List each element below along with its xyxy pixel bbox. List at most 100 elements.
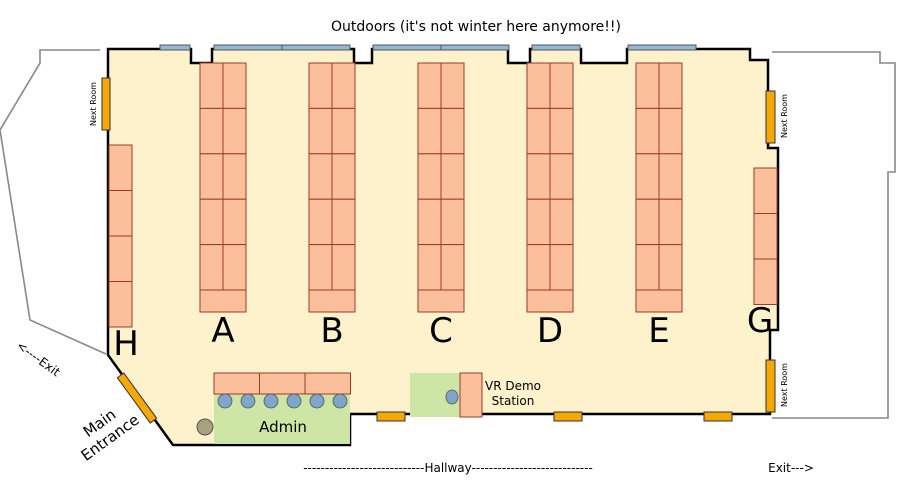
window [531,44,581,51]
door-main-entrance [116,372,158,424]
table-c-right-5 [440,244,465,291]
row-h-tables [108,144,133,328]
table-b-left-1 [308,62,333,109]
window [281,44,351,51]
table-d-left-2 [526,107,551,155]
admin-chair-2 [240,393,256,409]
table-e-right-2 [658,107,683,155]
table-d-left-1 [526,62,551,109]
table-a-left-2 [199,107,224,155]
table-a-right-4 [222,198,247,246]
table-c-right-2 [440,107,465,155]
admin-chairs [217,393,348,409]
admin-chair-4 [286,393,302,409]
admin-area [214,394,350,444]
main-entrance-label: Main Entrance [78,405,143,464]
table-d-right-5 [549,244,574,291]
table-e-end [635,289,683,313]
next-room-label-right-bottom: Next Room [780,363,789,407]
next-room-label-left: Next Room [89,82,98,126]
vr-demo-chair [445,389,459,405]
row-label-b: B [320,311,343,351]
exit-right-label: Exit---> [768,461,814,475]
row-label-g: G [747,301,773,341]
row-g-tables [753,167,778,305]
table-c-left-3 [417,153,442,200]
table-c-right-4 [440,198,465,246]
table-b-right-5 [331,244,356,291]
table-c-left-5 [417,244,442,291]
window [627,44,697,51]
table-b-end [308,289,356,313]
vr-demo-label-line1: VR Demo [485,379,541,393]
table-d-left-4 [526,198,551,246]
table-e-right-5 [658,244,683,291]
door-left-next-room [101,77,111,131]
table-d-right-3 [549,153,574,200]
table-d-right-4 [549,198,574,246]
exit-left-label: <----Exit [14,338,63,379]
table-rows [199,62,683,313]
vr-demo-table [459,372,483,418]
table-b-right-4 [331,198,356,246]
table-e-left-1 [635,62,660,109]
vr-demo-label-line2: Station [492,394,535,408]
table-a-right-5 [222,244,247,291]
right-neighbor-room [772,51,896,419]
window [159,44,191,51]
admin-chair-3 [263,393,279,409]
window [213,44,283,51]
table-g-2 [753,213,778,260]
table-e-left-5 [635,244,660,291]
table-c-left-1 [417,62,442,109]
outdoors-label: Outdoors (it's not winter here anymore!!… [331,19,621,35]
table-e-left-3 [635,153,660,200]
row-label-d: D [537,311,563,351]
table-e-left-2 [635,107,660,155]
table-a-right-1 [222,62,247,109]
table-c-end [417,289,465,313]
window [372,44,442,51]
table-a-left-4 [199,198,224,246]
trash-can [196,418,214,436]
row-label-h: H [113,324,139,364]
table-b-left-3 [308,153,333,200]
admin-chair-1 [217,393,233,409]
row-label-e: E [648,311,669,351]
table-d-right-2 [549,107,574,155]
door-hallway-1 [376,411,406,422]
table-b-right-3 [331,153,356,200]
table-h-1 [108,144,133,191]
table-c-right-1 [440,62,465,109]
table-b-left-2 [308,107,333,155]
admin-label: Admin [259,418,307,436]
table-g-1 [753,167,778,214]
table-e-right-4 [658,198,683,246]
table-d-right-1 [549,62,574,109]
table-b-right-1 [331,62,356,109]
table-d-end [526,289,574,313]
table-a-left-3 [199,153,224,200]
hallway-label: ----------------------------Hallway-----… [303,461,593,475]
admin-tables [213,372,351,395]
table-b-left-5 [308,244,333,291]
table-a-left-5 [199,244,224,291]
row-label-a: A [211,311,234,351]
table-e-left-4 [635,198,660,246]
table-b-right-2 [331,107,356,155]
table-d-left-5 [526,244,551,291]
door-right-next-room-top [765,90,776,144]
table-c-right-3 [440,153,465,200]
door-right-next-room-bottom [765,359,776,413]
admin-chair-5 [309,393,325,409]
table-b-left-4 [308,198,333,246]
table-h-4 [108,281,133,328]
admin-table-2 [259,372,306,395]
door-hallway-3 [703,411,733,422]
table-g-3 [753,258,778,305]
table-a-left-1 [199,62,224,109]
table-a-end [199,289,247,313]
table-e-right-3 [658,153,683,200]
table-a-right-3 [222,153,247,200]
